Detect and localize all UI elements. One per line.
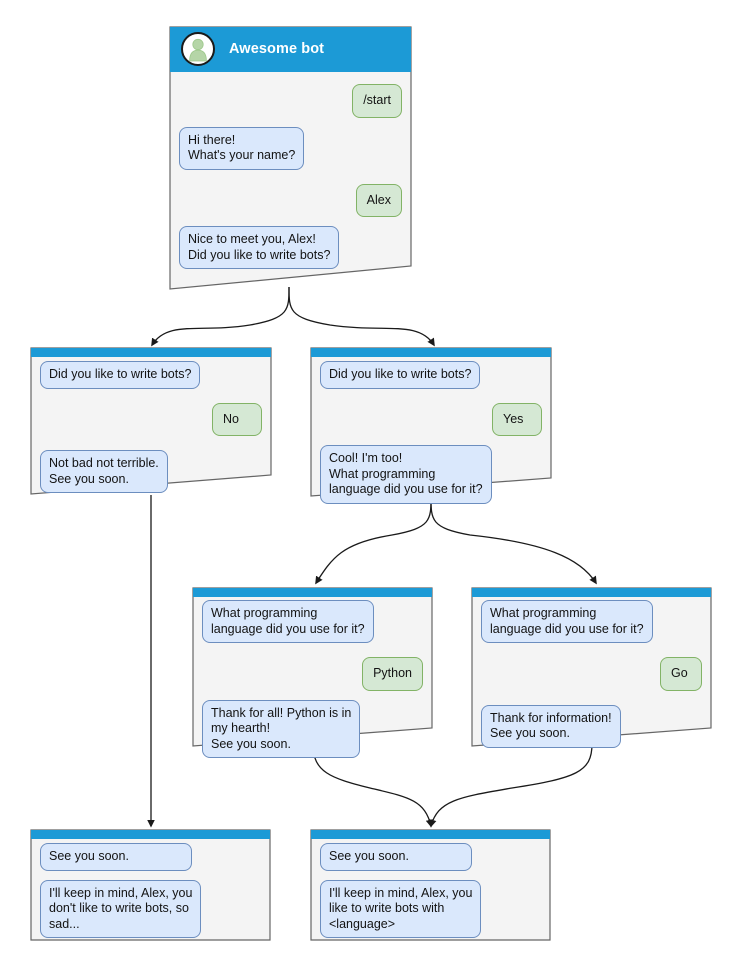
card-content: Awesome bot /start Hi there! What's your… — [169, 26, 412, 269]
message-bubble-bot: I'll keep in mind, Alex, you like to wri… — [320, 879, 482, 938]
message-list: What programming language did you use fo… — [192, 587, 433, 758]
connector-yes-to-python — [315, 496, 432, 585]
card-content: See you soon. I'll keep in mind, Alex, y… — [310, 829, 551, 938]
chat-card-answer-yes[interactable]: Did you like to write bots? Yes Cool! I'… — [310, 347, 552, 504]
bot-name-label: Awesome bot — [229, 41, 325, 57]
message-bubble-user: Go — [660, 657, 702, 691]
message-bubble-bot: I'll keep in mind, Alex, you don't like … — [40, 879, 202, 938]
chat-card-end-no[interactable]: See you soon. I'll keep in mind, Alex, y… — [30, 829, 271, 941]
card-content: What programming language did you use fo… — [192, 587, 433, 758]
message-bubble-bot: Not bad not terrible. See you soon. — [40, 450, 168, 493]
message-bubble-user: Python — [362, 657, 423, 691]
message-bubble-bot: What programming language did you use fo… — [481, 600, 653, 643]
connector-root-to-yes — [288, 286, 435, 347]
message-list: /start Hi there! What's your name? Alex … — [169, 72, 412, 269]
card-content: Did you like to write bots? Yes Cool! I'… — [310, 347, 552, 504]
message-list: Did you like to write bots? Yes Cool! I'… — [310, 347, 552, 504]
connector-root-to-no — [151, 286, 290, 347]
card-content: See you soon. I'll keep in mind, Alex, y… — [30, 829, 271, 938]
chat-card-end-yes[interactable]: See you soon. I'll keep in mind, Alex, y… — [310, 829, 551, 941]
message-list: What programming language did you use fo… — [471, 587, 712, 748]
message-list: See you soon. I'll keep in mind, Alex, y… — [310, 829, 551, 938]
chat-card-answer-go[interactable]: What programming language did you use fo… — [471, 587, 712, 748]
card-content: What programming language did you use fo… — [471, 587, 712, 748]
message-bubble-bot: Did you like to write bots? — [40, 361, 201, 389]
chat-card-answer-python[interactable]: What programming language did you use fo… — [192, 587, 433, 758]
person-icon — [189, 38, 207, 62]
message-bubble-bot: See you soon. — [40, 843, 192, 871]
message-list: Did you like to write bots? No Not bad n… — [30, 347, 272, 493]
message-bubble-user: /start — [352, 84, 402, 118]
message-bubble-user: No — [212, 402, 262, 436]
chat-card-answer-no[interactable]: Did you like to write bots? No Not bad n… — [30, 347, 272, 495]
message-bubble-bot: Did you like to write bots? — [320, 361, 481, 389]
connector-go-to-end-yes — [428, 743, 593, 828]
message-bubble-bot: Nice to meet you, Alex! Did you like to … — [179, 226, 340, 269]
message-bubble-user: Yes — [492, 402, 542, 436]
message-bubble-bot: What programming language did you use fo… — [202, 600, 374, 643]
card-header: Awesome bot — [169, 26, 412, 72]
avatar — [181, 32, 215, 66]
card-content: Did you like to write bots? No Not bad n… — [30, 347, 272, 493]
message-bubble-bot: Cool! I'm too! What programming language… — [320, 445, 492, 504]
message-bubble-bot: Thank for all! Python is in my hearth! S… — [202, 699, 361, 758]
message-bubble-bot: Thank for information! See you soon. — [481, 704, 621, 748]
message-bubble-user: Alex — [355, 183, 402, 217]
connector-yes-to-go — [430, 496, 597, 585]
message-bubble-bot: See you soon. — [320, 843, 472, 871]
message-bubble-bot: Hi there! What's your name? — [179, 126, 305, 170]
message-list: See you soon. I'll keep in mind, Alex, y… — [30, 829, 271, 938]
chat-card-start[interactable]: Awesome bot /start Hi there! What's your… — [169, 26, 412, 290]
